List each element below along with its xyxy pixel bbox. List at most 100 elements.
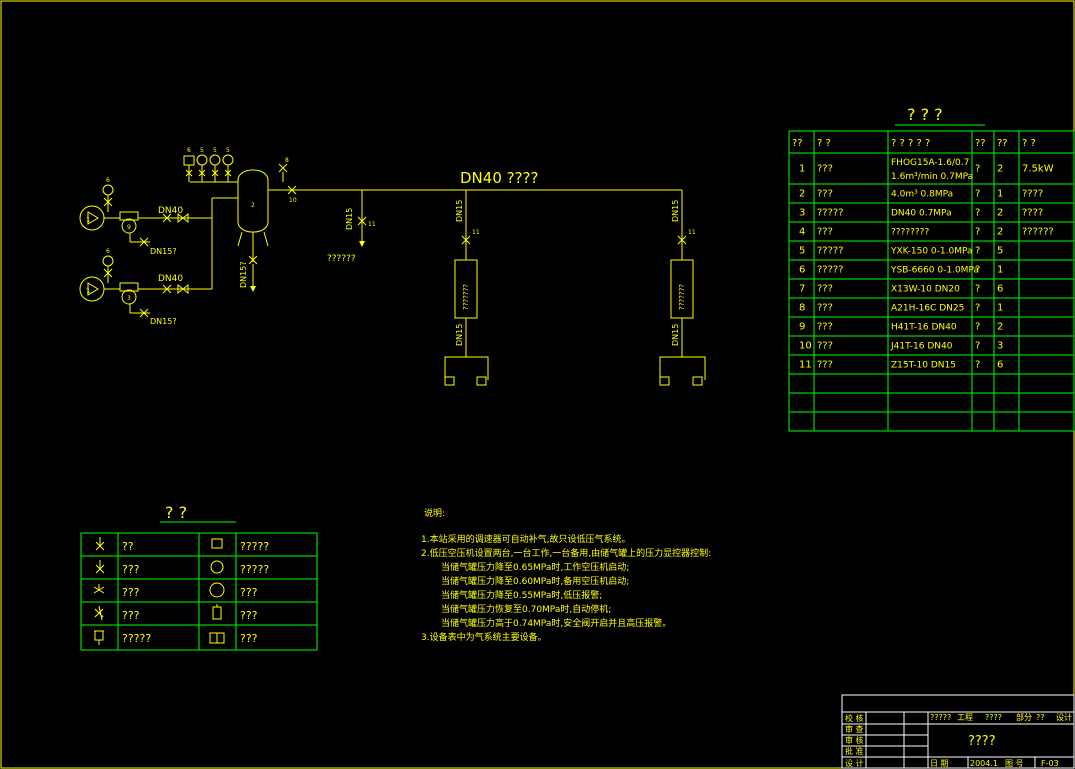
gauge-5a-icon: [196, 154, 208, 166]
table-cell-6-0: 7: [799, 284, 805, 295]
table-header-4: ??: [997, 138, 1008, 149]
notes-heading: 说明:: [424, 507, 445, 519]
note-line-3: 当储气罐压力降至0.60MPa时,备用空压机启动;: [441, 575, 629, 587]
table-cell-1-3: ?: [975, 189, 980, 200]
table-cell-3-1: ???: [817, 227, 833, 238]
branch1-valve-icon: [461, 235, 471, 245]
design-stage-label: 设计: [1056, 712, 1072, 722]
filter-3-icon: [119, 282, 139, 292]
legend-table: ?? ??? ??? ??? ????? ????? ????? ??? ???…: [80, 532, 318, 651]
gate-valve-icon: [177, 212, 189, 224]
drawing-no-label: 图 号: [1005, 759, 1024, 768]
table-cell-6-4: 6: [997, 284, 1003, 295]
dn15-branch2-label: DN15: [671, 200, 680, 222]
note-line-1: 2.低压空压机设置两台,一台工作,一台备用,由储气罐上的压力显控器控制:: [421, 547, 711, 559]
filter-3-tag: 3: [127, 295, 131, 302]
safety-valve-legend-icon: [95, 537, 105, 551]
legend-right-1: ?????: [240, 563, 269, 576]
legend-left-0: ??: [122, 540, 134, 553]
gauge-5b-icon: [209, 154, 221, 166]
table-cell-7-0: 8: [799, 303, 805, 314]
table-cell-1-1: ???: [817, 189, 833, 200]
table-cell-4-4: 5: [997, 246, 1003, 257]
safety-valve-icon: [278, 163, 288, 182]
drawing-no: F-03: [1041, 759, 1059, 768]
compressor-2-icon: [79, 276, 105, 302]
note-line-2: 当储气罐压力降至0.65MPa时,工作空压机启动;: [441, 561, 629, 573]
table-cell-3-5: ??????: [1022, 227, 1054, 238]
table-cell-4-0: 5: [799, 246, 805, 257]
dn15-lower-label: DN15?: [150, 317, 177, 326]
outlet-1a-icon: [444, 376, 455, 386]
project-name: ?????: [930, 713, 951, 722]
table-cell-1-4: 1: [997, 189, 1003, 200]
legend-left-4: ?????: [122, 632, 151, 645]
table-cell-0-5: 7.5kW: [1022, 164, 1054, 175]
table-cell-10-4: 6: [997, 360, 1003, 371]
dn15-drop-label: DN15: [345, 208, 354, 230]
table-cell-2-5: ????: [1022, 208, 1043, 219]
table-cell-7-4: 1: [997, 303, 1003, 314]
table-cell-6-1: ???: [817, 284, 833, 295]
table-cell-0-3: ?: [975, 164, 980, 175]
table-cell-2-3: ?: [975, 208, 980, 219]
note-line-5: 当储气罐压力恢复至0.70MPa时,自动停机;: [441, 603, 611, 615]
table-cell-7-3: ?: [975, 303, 980, 314]
filter1-text: ???????: [462, 284, 470, 310]
table-header-1: ? ?: [817, 138, 831, 149]
table-cell-8-0: 9: [799, 322, 805, 333]
table-cell-3-3: ?: [975, 227, 980, 238]
compressor-1-tag: 1: [86, 216, 90, 224]
table-cell-1-0: 2: [799, 189, 805, 200]
table-cell-7-1: ???: [817, 303, 833, 314]
tag-8: 8: [285, 157, 289, 164]
gauge-5c-icon: [222, 154, 234, 166]
air-system-schematic: 1 9 DN40 6 DN15? 1 3 DN40 6: [79, 147, 706, 386]
legend-right-2: ???: [240, 586, 258, 599]
air-receiver-tank: [237, 169, 269, 233]
table-cell-10-1: ???: [817, 360, 833, 371]
tag-11b: 11: [472, 229, 480, 236]
table-cell-3-2: ????????: [891, 228, 929, 238]
role-1: 审 查: [845, 724, 864, 734]
note-line-6: 当储气罐压力高于0.74MPa时,安全阀开启并且高压报警。: [441, 617, 671, 629]
table-cell-10-2: Z15T-10 DN15: [891, 361, 956, 371]
table-cell-5-0: 6: [799, 265, 805, 276]
date-value: 2004.1: [970, 759, 998, 768]
dn15-upper-label: DN15?: [150, 247, 177, 256]
outlet-1b-icon: [476, 376, 487, 386]
note-line-0: 1.本站采用的调速器可自动补气,故只设低压气系统。: [421, 533, 630, 545]
equipment-table-title: ? ? ?: [907, 105, 943, 124]
role-2: 审 核: [845, 735, 864, 745]
filter-9-tag: 9: [127, 224, 131, 231]
dn40-top-label: DN40: [158, 206, 183, 216]
table-cell-9-1: ???: [817, 341, 833, 352]
dn15-lower2-label: DN15: [671, 324, 680, 346]
compressor-2-tag: 1: [86, 287, 90, 295]
compressor-1-symbol: [87, 211, 99, 225]
table-cell-8-3: ?: [975, 322, 980, 333]
dn15-lower1-label: DN15: [455, 324, 464, 346]
dn15-branch1-label: DN15: [455, 200, 464, 222]
branch2-valve-icon: [677, 235, 687, 245]
table-cell-8-1: ???: [817, 322, 833, 333]
table-cell-8-4: 2: [997, 322, 1003, 333]
table-header-5: ? ?: [1022, 138, 1036, 149]
main-line-label: DN40 ????: [460, 169, 538, 187]
table-cell-0-4: 2: [997, 164, 1003, 175]
legend-right-3: ???: [240, 609, 258, 622]
table-cell-10-3: ?: [975, 360, 980, 371]
legend-right-4: ???: [240, 632, 258, 645]
gauge-tag-2: 6: [106, 248, 110, 255]
table-cell-8-2: H41T-16 DN40: [891, 323, 957, 333]
tag-5c: 5: [226, 147, 230, 154]
filter2-text: ???????: [678, 284, 686, 310]
tag-11a: 11: [368, 221, 376, 228]
outlet-valve-icon: [287, 185, 297, 195]
tag-11c: 11: [688, 229, 696, 236]
dn40-bottom-label: DN40: [158, 274, 183, 284]
dn15-tank-label: DN15?: [239, 261, 248, 288]
table-cell-3-4: 2: [997, 227, 1003, 238]
part-name: ????: [985, 713, 1002, 722]
table-header-3: ??: [975, 138, 986, 149]
